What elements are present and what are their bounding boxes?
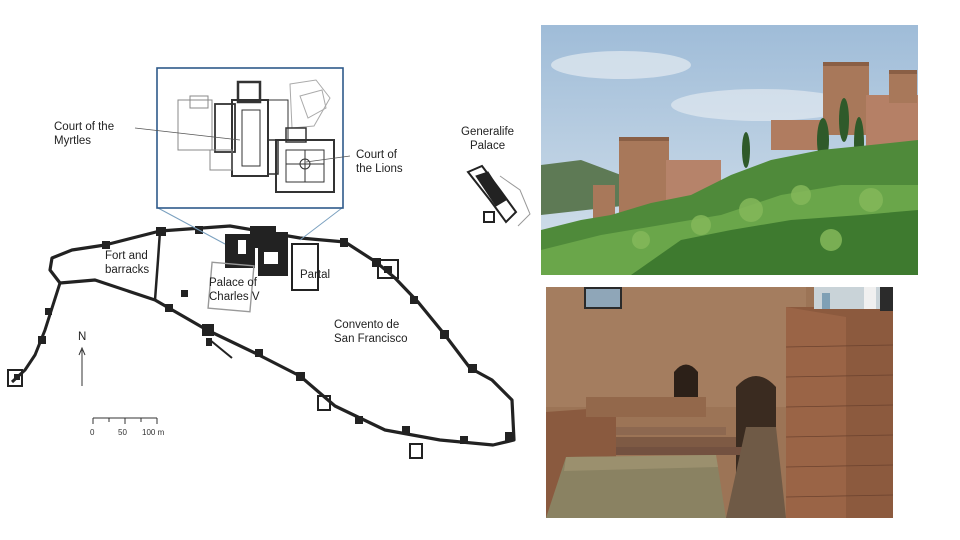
north-label: N	[78, 331, 87, 343]
palace-charles-v-outline	[207, 261, 255, 313]
alhambra-hillside-photo	[541, 25, 918, 275]
label-partal: Partal	[300, 269, 331, 281]
alhambra-site-plan	[7, 67, 531, 459]
label-convento-de-san-francisco: Convento de San Francisco	[334, 319, 408, 345]
fortress-passage-photo	[546, 287, 893, 518]
lions-leader	[305, 155, 351, 163]
scale-bar	[92, 417, 158, 424]
label-generalife-palace: Generalife Palace	[461, 126, 515, 152]
generalife-plan	[466, 164, 531, 227]
inset-palace-plan	[177, 79, 335, 193]
scale-label-50: 50	[118, 428, 127, 437]
label-court-of-the-lions: Court of the Lions	[356, 149, 403, 175]
myrtles-leader	[134, 127, 241, 141]
fort-inner-wall	[153, 230, 162, 301]
outer-wall	[48, 224, 516, 447]
inset-frame	[156, 67, 344, 209]
scale-label-100m: 100 m	[142, 428, 165, 437]
west-spur-wall	[10, 282, 62, 384]
scale-label-0: 0	[90, 428, 95, 437]
label-fort-and-barracks: Fort and barracks	[105, 250, 150, 276]
label-palace-of-charles-v: Palace of Charles V	[209, 277, 260, 303]
partal-outline	[291, 243, 319, 291]
nasrid-palaces-block	[225, 226, 288, 276]
label-court-of-the-myrtles: Court of the Myrtles	[54, 121, 115, 147]
